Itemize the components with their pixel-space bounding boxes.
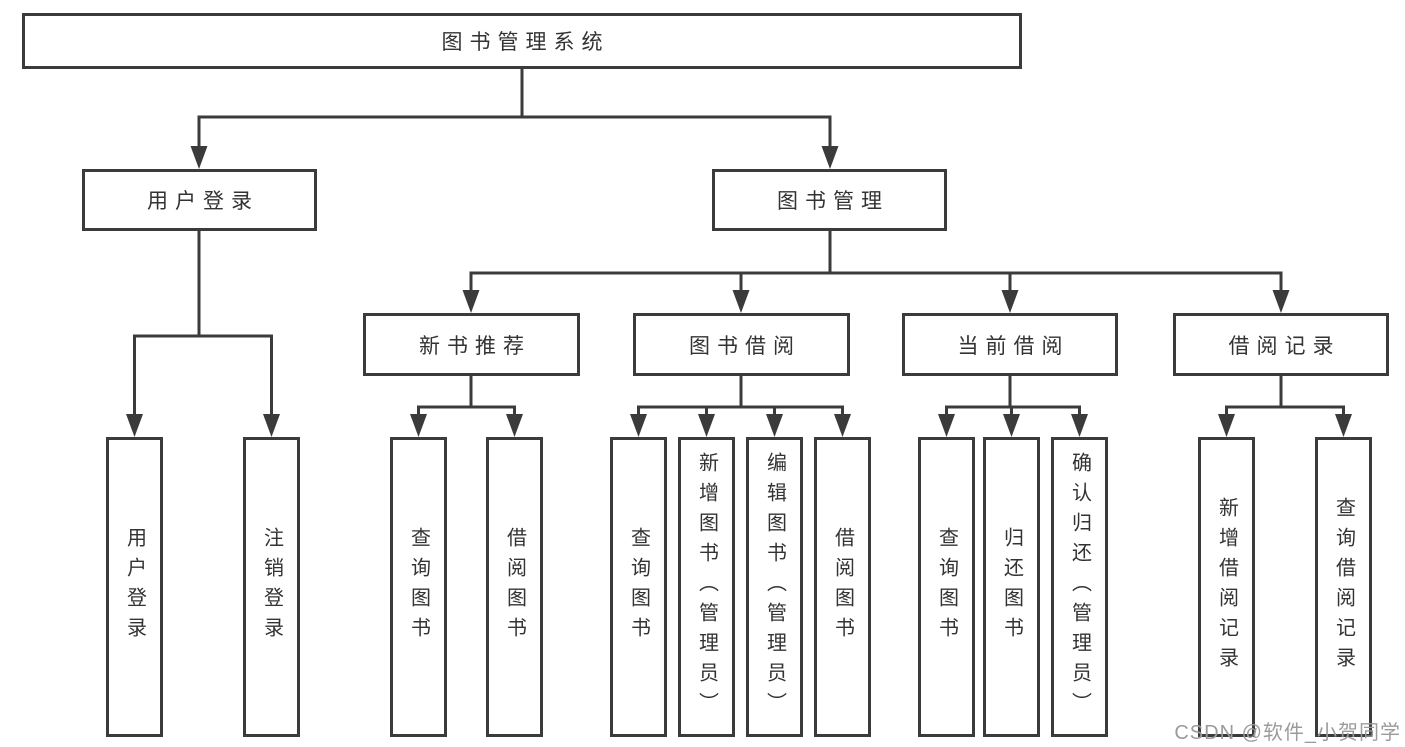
node-label: 借阅记录 [1228,334,1341,358]
leaf-borrow-books: 借阅图书 [814,437,871,737]
node-label: 新书推荐 [419,334,531,358]
node-label: 查询借阅记录 [1332,497,1355,677]
leaf-add-book-admin: 新增图书（管理员） [678,437,735,737]
connector-root-to-level2 [190,69,839,169]
connector-user-login-children [126,231,280,437]
node-label: 注销登录 [260,527,283,647]
node-new-book-recommendation: 新书推荐 [363,313,580,376]
leaf-return-books: 归还图书 [983,437,1040,737]
connector-new-book-children [410,376,523,437]
node-library-management-system: 图书管理系统 [22,13,1022,69]
node-label: 确认归还（管理员） [1068,452,1091,722]
node-book-management: 图书管理 [712,169,947,231]
leaf-add-borrow-record: 新增借阅记录 [1198,437,1255,737]
connector-book-borrow-children [630,376,851,437]
node-label: 图书管理系统 [441,31,610,54]
node-user-login: 用户登录 [82,169,317,231]
node-label: 新增借阅记录 [1215,497,1238,677]
leaf-confirm-return-admin: 确认归还（管理员） [1051,437,1108,737]
connector-current-borrow-children [938,376,1088,437]
node-label: 图书管理 [777,190,889,213]
node-label: 新增图书（管理员） [695,452,718,722]
node-label: 归还图书 [1000,527,1023,647]
leaf-query-books-borrow: 查询图书 [610,437,667,737]
leaf-query-books-current: 查询图书 [918,437,975,737]
leaf-edit-book-admin: 编辑图书（管理员） [746,437,803,737]
connector-book-management-children [462,231,1290,313]
leaf-query-books-recommend: 查询图书 [390,437,447,737]
node-label: 借阅图书 [503,527,526,647]
node-label: 查询图书 [935,527,958,647]
node-label: 当前借阅 [957,334,1070,358]
node-current-borrowing: 当前借阅 [902,313,1118,376]
node-label: 查询图书 [627,527,650,647]
leaf-borrow-books-recommend: 借阅图书 [486,437,543,737]
leaf-user-login: 用户登录 [106,437,163,737]
leaf-logout: 注销登录 [243,437,300,737]
node-label: 图书借阅 [689,334,801,358]
node-borrowing-records: 借阅记录 [1173,313,1389,376]
node-book-borrowing: 图书借阅 [633,313,850,376]
node-label: 用户登录 [123,527,146,647]
node-label: 编辑图书（管理员） [763,452,786,722]
connector-borrow-record-children [1218,376,1352,437]
csdn-watermark: CSDN @软件_小贺同学 [1174,722,1401,744]
node-label: 查询图书 [407,527,430,647]
node-label: 借阅图书 [831,527,854,647]
leaf-query-borrow-record: 查询借阅记录 [1315,437,1372,737]
node-label: 用户登录 [147,190,259,213]
